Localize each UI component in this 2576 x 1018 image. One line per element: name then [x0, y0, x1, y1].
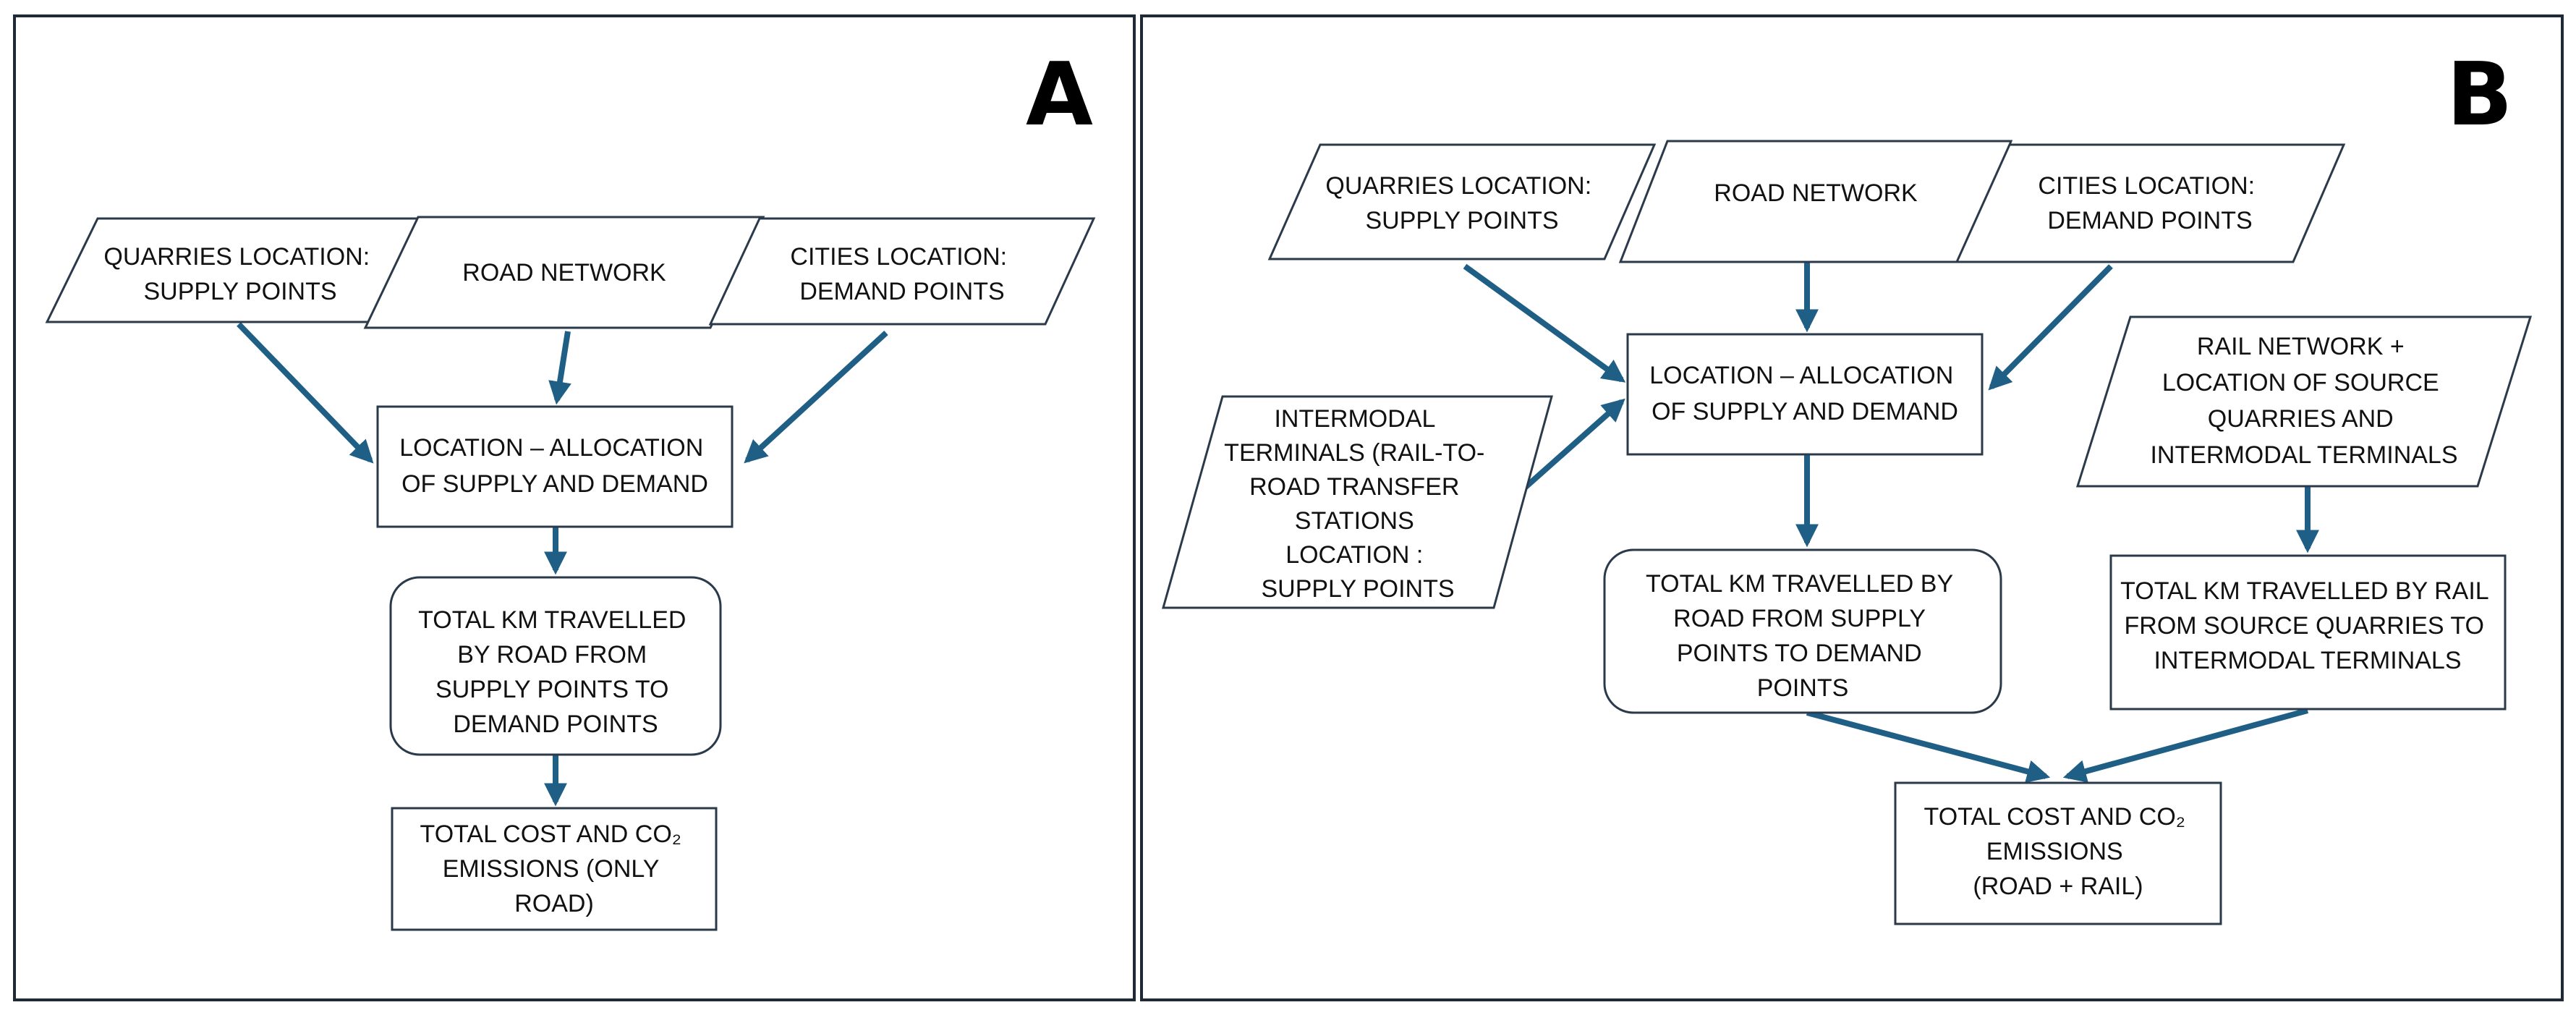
- arrow-b-quarries-to-allocation: [1463, 263, 1626, 383]
- node-b-total-cost-label: TOTAL COST AND CO₂ EMISSIONS (ROAD + RAI…: [1924, 803, 2193, 900]
- node-a-total-cost-label: TOTAL COST AND CO₂ EMISSIONS (ONLY ROAD): [420, 820, 689, 917]
- panel-a-frame: [13, 14, 1136, 1001]
- node-b-total-km-road-label: TOTAL KM TRAVELLED BY ROAD FROM SUPPLY P…: [1646, 570, 1960, 702]
- node-b-quarries: [1267, 143, 1657, 260]
- node-b-cities: [1955, 143, 2346, 263]
- node-a-location-allocation-label: LOCATION – ALLOCATION OF SUPPLY AND DEMA…: [399, 434, 710, 498]
- panel-b: B QUARRIES LOCATION: SUPPLY POINTS ROAD …: [1140, 14, 2564, 1001]
- arrow-a-road-to-allocation: [548, 331, 571, 405]
- node-a-total-km: [389, 576, 722, 756]
- node-a-cities-label: CITIES LOCATION: DEMAND POINTS: [790, 243, 1013, 305]
- node-a-total-km-label: TOTAL KM TRAVELLED BY ROAD FROM SUPPLY P…: [418, 606, 693, 738]
- arrow-b-cities-to-allocation: [1988, 264, 2113, 391]
- arrow-b-intermodal-to-allocation: [1510, 398, 1625, 501]
- node-b-quarries-label: QUARRIES LOCATION: SUPPLY POINTS: [1325, 172, 1598, 234]
- node-a-cities: [708, 217, 1096, 326]
- node-b-rail-network: [2075, 315, 2533, 488]
- panel-a-letter: A: [1026, 45, 1093, 145]
- arrow-b-km-road-to-cost: [1806, 710, 2051, 783]
- node-b-total-km-rail: [2109, 554, 2507, 711]
- node-a-quarries-label: QUARRIES LOCATION: SUPPLY POINTS: [103, 243, 376, 305]
- panel-b-frame: [1140, 14, 2564, 1001]
- node-b-location-allocation-label: LOCATION – ALLOCATION OF SUPPLY AND DEMA…: [1649, 362, 1960, 425]
- node-b-intermodal-label: INTERMODAL TERMINALS (RAIL-TO- ROAD TRAN…: [1224, 405, 1492, 603]
- node-b-cities-label: CITIES LOCATION: DEMAND POINTS: [2038, 172, 2261, 234]
- panel-a: A QUARRIES LOCATION: SUPPLY POINTS ROAD …: [13, 14, 1136, 1001]
- node-b-road-network-label: ROAD NETWORK: [1714, 179, 1918, 207]
- node-a-road-network: [363, 216, 765, 329]
- node-a-total-cost: [391, 807, 718, 931]
- node-b-total-cost: [1894, 781, 2222, 925]
- node-a-road-network-label: ROAD NETWORK: [462, 259, 666, 287]
- arrow-a-cities-to-allocation: [744, 331, 888, 464]
- node-b-total-km-rail-label: TOTAL KM TRAVELLED BY RAIL FROM SOURCE Q…: [2120, 577, 2495, 674]
- node-b-total-km-road: [1603, 548, 2002, 714]
- node-a-location-allocation: [376, 405, 734, 528]
- node-b-intermodal: [1162, 395, 1553, 609]
- panel-b-letter: B: [2447, 45, 2512, 145]
- node-b-location-allocation: [1626, 333, 1984, 456]
- node-b-rail-network-label: RAIL NETWORK + LOCATION OF SOURCE QUARRI…: [2150, 333, 2457, 469]
- arrow-a-quarries-to-allocation: [237, 322, 374, 464]
- arrow-b-km-rail-to-cost: [2062, 708, 2309, 783]
